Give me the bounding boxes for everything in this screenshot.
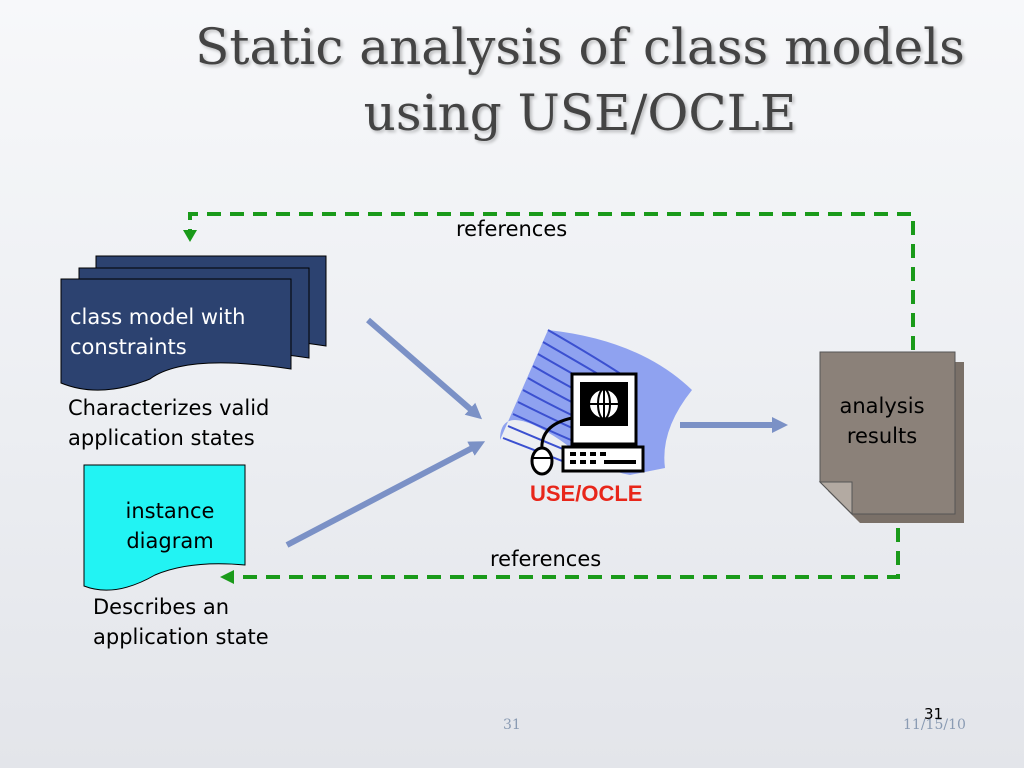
class-model-caption-line-2: application states [68,426,255,450]
instance-diagram-caption-line-1: Describes an [93,595,230,619]
computer-icon [500,329,692,476]
footer-date: 11/15/10 [903,717,966,733]
analysis-results-label: analysis results [820,391,944,451]
slide-title: Static analysis of class models using US… [160,14,1000,146]
instance-diagram-label-line-1: instance [125,499,215,523]
class-model-document [60,255,327,391]
instance-diagram-label: instance diagram [98,496,242,556]
footer-center-number: 31 [503,717,521,733]
title-line-1: Static analysis of class models [195,18,965,76]
references-bottom-label: references [490,547,602,571]
analysis-results-label-line-2: results [846,424,918,448]
instance-diagram-caption: Describes an application state [93,592,269,652]
references-top-arrow [183,212,915,350]
class-model-label-line-2: constraints [70,335,187,359]
title-line-2: using USE/OCLE [363,84,797,142]
instance-diagram-document [83,464,246,591]
tool-label: USE/OCLE [530,481,643,506]
instance-diagram-caption-line-2: application state [93,625,269,649]
instance-diagram-label-line-2: diagram [126,529,214,553]
class-model-to-tool-arrow [366,317,483,420]
references-bottom-arrow [220,528,900,584]
analysis-results-document [818,351,964,523]
class-model-label: class model with constraints [70,302,245,362]
analysis-results-label-line-1: analysis [839,394,925,418]
class-model-caption: Characterizes valid application states [68,393,269,453]
class-model-caption-line-1: Characterizes valid [68,396,270,420]
references-top-label: references [456,217,568,241]
slide-number: 31 [924,705,944,723]
class-model-label-line-1: class model with [70,305,246,329]
instance-to-tool-arrow [285,441,486,548]
